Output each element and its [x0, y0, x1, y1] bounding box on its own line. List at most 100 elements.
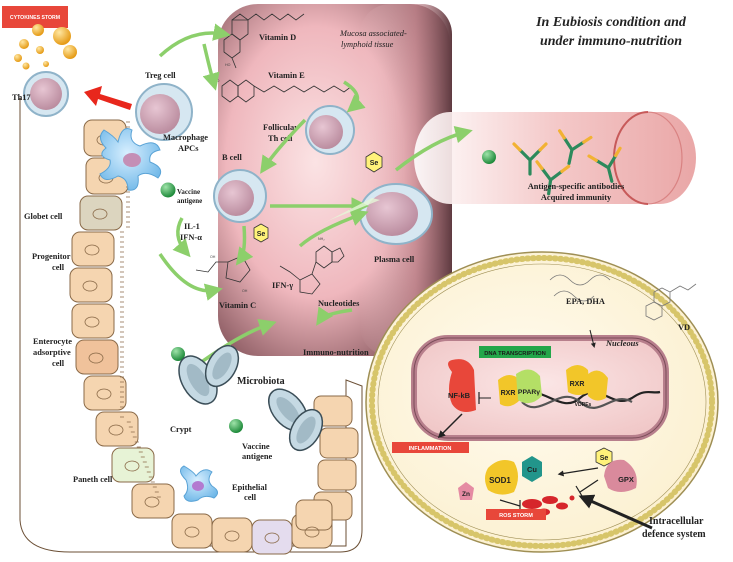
- cytokine-balls: [14, 24, 77, 70]
- inflammation-text: INFLAMMATION: [409, 446, 452, 452]
- ros-storm-box: ROS STORM: [486, 509, 546, 520]
- inhibition-lines: [499, 467, 599, 512]
- se-3-text: Se: [600, 455, 609, 462]
- epithelial-cell: [69, 267, 113, 303]
- rxr-vdr-complex: RXR VDREs: [566, 365, 608, 408]
- dna-transcription-text: DNA TRANSCRIPTION: [484, 351, 546, 357]
- vitd-ho-label: HO: [225, 63, 231, 67]
- intestinal-epithelium: [19, 98, 363, 553]
- nucleotide-nh2-label: NH₂: [318, 237, 325, 241]
- antigen-green-ball: [482, 150, 496, 164]
- epithelial-cell: [75, 339, 119, 375]
- se-1-text: Se: [257, 231, 266, 238]
- vaccine-2-label-1: Vaccine: [242, 442, 270, 451]
- treg-cell: [135, 83, 193, 141]
- th17-cell: [23, 71, 69, 117]
- epithelial-cell: [79, 195, 123, 231]
- macrophage: [99, 128, 162, 191]
- se-badge-2: Se: [365, 151, 383, 173]
- cell-nucleus: [84, 316, 100, 328]
- se-2-text: Se: [370, 160, 379, 167]
- title-line-2: under immuno-nutrition: [540, 34, 682, 49]
- epa-dha-structure: [549, 274, 611, 302]
- antibodies-label-2: Acquired immunity: [541, 193, 612, 202]
- vaccine-antigen-icon: [160, 182, 176, 198]
- cu-text: Cu: [527, 465, 537, 474]
- antibodies: [512, 129, 622, 196]
- intracellular-label-2: defence system: [642, 529, 706, 540]
- paneth-label: Paneth cell: [73, 475, 113, 484]
- intracellular-label-1: Intracellular: [649, 516, 704, 527]
- cell-nucleus: [88, 352, 104, 364]
- green-arrows: [158, 23, 473, 368]
- globet-label: Globet cell: [24, 212, 63, 221]
- epithelial-label-1: Epithelial: [232, 483, 268, 492]
- beam-nucleotides: [318, 198, 380, 226]
- cell-nucleus: [144, 496, 160, 508]
- ifn-alpha-label: IFN-α: [180, 233, 202, 242]
- rxr-1-text: RXR: [501, 390, 516, 397]
- b-cell: [213, 169, 267, 223]
- epithelial-cell: [95, 411, 139, 447]
- cytokine-storm-box: CYTOKINES STORM: [2, 6, 68, 28]
- cell-nucleus: [224, 530, 240, 542]
- vaccine-1-label-2: antigene: [177, 197, 202, 205]
- progenitor-label-2: cell: [52, 263, 65, 272]
- dna-transcription-box: DNA TRANSCRIPTION: [479, 346, 551, 358]
- follicular-label-1: Follicular: [263, 123, 298, 132]
- microbiota-label: Microbiota: [237, 376, 285, 387]
- ros-storm-text: ROS STORM: [499, 513, 533, 519]
- epithelial-cell: [317, 459, 357, 491]
- epithelial-cell: [171, 513, 213, 549]
- cell-nucleus: [124, 460, 140, 472]
- vitamin-c-label: Vitamin C: [219, 301, 256, 310]
- il1-label: IL-1: [184, 222, 200, 231]
- se-badge-3: Se: [595, 447, 613, 467]
- follicular-th-cell: [305, 105, 355, 155]
- epithelial-cell: [111, 447, 155, 483]
- cell-nucleus: [108, 424, 124, 436]
- title-line-1: In Eubiosis condition and: [535, 15, 687, 30]
- rxr-ppar-complex: RXR PPARγ: [498, 369, 542, 407]
- th17-label: Th17: [12, 93, 31, 102]
- immuno-nutrition-label: Immuno-nutrition: [303, 348, 369, 357]
- nfkb-text: NF-kB: [448, 391, 471, 400]
- cu-badge: Cu: [522, 456, 542, 482]
- cell-nucleus: [184, 526, 200, 538]
- cell-nucleus: [84, 244, 100, 256]
- epithelial-cell: [71, 303, 115, 339]
- follicular-label-2: Th cell: [268, 134, 293, 143]
- dendritic-cell: [180, 465, 218, 502]
- gpx-text: GPX: [618, 475, 634, 484]
- cell-nucleus: [82, 280, 98, 292]
- mucosa-label-2: lymphoid tissue: [341, 40, 394, 49]
- rxr-2-text: RXR: [570, 381, 585, 388]
- macrophage-label-1: Macrophage: [163, 133, 208, 142]
- vaccine-2-label-2: antigene: [242, 452, 273, 461]
- macrophage-label-2: APCs: [178, 144, 199, 153]
- inflammation-box: INFLAMMATION: [392, 442, 469, 453]
- epithelial-cell: [131, 483, 175, 519]
- enterocyte-label-1: Enterocyte: [33, 337, 72, 346]
- vdre-text: VDREs: [575, 402, 592, 408]
- mucosa-label-1: Mucosa associated-: [339, 29, 407, 38]
- cell-nucleus: [304, 526, 320, 538]
- red-arrow: [84, 86, 132, 110]
- b-cell-label: B cell: [222, 153, 242, 162]
- zn-badge: Zn: [458, 482, 474, 500]
- zn-text: Zn: [462, 491, 470, 498]
- epithelial-cell: [319, 427, 359, 459]
- plasma-label: Plasma cell: [374, 255, 415, 264]
- vitc-oh-label-2: OH: [242, 289, 248, 293]
- cytokine-storm-label-1: CYTOKINES STORM: [10, 15, 60, 21]
- gpx-molecule: GPX: [604, 459, 637, 492]
- cell-nucleus: [92, 208, 108, 220]
- epithelial-label-2: cell: [244, 493, 257, 502]
- crypt-label: Crypt: [170, 425, 192, 434]
- nfkb-molecule: NF-kB: [448, 359, 476, 412]
- epithelial-cell: [71, 231, 115, 267]
- vd-structure: [645, 283, 697, 321]
- progenitor-label-1: Progenitor: [32, 252, 71, 261]
- treg-label: Treg cell: [145, 71, 176, 80]
